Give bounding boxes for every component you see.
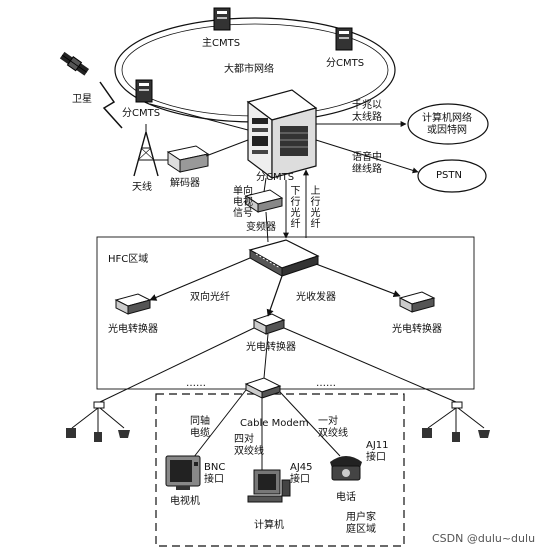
oe-converter-center-icon xyxy=(252,313,286,335)
cloud-icon xyxy=(407,103,489,145)
twisted-pair-4-label: 四对 双绞线 xyxy=(234,434,264,457)
oe-to-modem-line xyxy=(263,333,269,379)
antenna-label: 天线 xyxy=(132,182,152,193)
home-area-box xyxy=(155,393,405,547)
decoder-icon xyxy=(166,145,210,173)
bnc-port-label: BNC 接口 xyxy=(204,462,226,485)
oe-to-left-branch xyxy=(99,327,255,403)
tv-icon xyxy=(165,455,201,490)
bidirectional-fiber-label: 双向光纤 xyxy=(190,292,230,303)
computer-label: 计算机 xyxy=(254,520,284,531)
voice-trunk-line xyxy=(315,139,419,174)
tv-set-label: 电视机 xyxy=(170,496,200,507)
dots-left: …… xyxy=(186,378,206,389)
frequency-converter-icon xyxy=(244,189,284,213)
central-cmts-server-icon xyxy=(246,89,318,180)
satellite-icon xyxy=(59,51,90,76)
sub-cmts-left-icon xyxy=(135,79,153,103)
phone-label: 电话 xyxy=(336,492,356,503)
sub-cmts-left-label: 分CMTS xyxy=(122,108,161,119)
antenna-icon xyxy=(133,124,159,177)
subcmts-central-line xyxy=(149,103,249,131)
oe-to-right-branch xyxy=(283,327,457,403)
left-branch-node xyxy=(66,401,130,442)
sub-cmts-right-icon xyxy=(335,27,353,51)
decoder-cmts-line xyxy=(205,139,249,157)
computer-icon xyxy=(247,469,291,503)
aj11-port-label: AJ11 接口 xyxy=(366,440,389,463)
dots-right: …… xyxy=(316,378,336,389)
gigabit-line-label: 千兆以 太线路 xyxy=(352,100,382,123)
frequency-converter-label: 变频器 xyxy=(246,222,276,233)
main-cmts-label: 主CMTS xyxy=(202,38,241,49)
switch-icon xyxy=(248,239,320,277)
main-cmts-icon xyxy=(213,7,231,31)
phone-icon xyxy=(330,456,362,481)
watermark: CSDN @dulu~dulu xyxy=(432,532,536,545)
oe-converter-left-label: 光电转换器 xyxy=(108,324,158,335)
pstn-label: PSTN xyxy=(436,170,462,181)
fiber-to-left-oe xyxy=(149,257,251,301)
coax-cable-label: 同轴 电缆 xyxy=(190,416,210,439)
metro-net-label: 大都市网络 xyxy=(224,64,274,75)
modem-tv-line xyxy=(189,389,247,463)
fiber-to-right-oe xyxy=(315,263,401,298)
internet-label: 计算机网络 或因特网 xyxy=(422,113,472,136)
sub-cmts-center-label: 分CMTS xyxy=(256,172,295,183)
modem-phone-line xyxy=(279,391,341,457)
hfc-area-label: HFC区域 xyxy=(108,254,149,265)
cmts-converter-line xyxy=(263,177,267,193)
cable-modem-label: Cable Modem xyxy=(240,418,309,429)
home-area-label: 用户家 庭区域 xyxy=(346,512,376,535)
right-branch-node xyxy=(422,401,490,442)
hfc-area-box xyxy=(96,236,475,390)
downstream-fiber-label: 下行光纤 xyxy=(290,186,301,230)
oe-converter-left-icon xyxy=(114,293,152,315)
twisted-pair-1-label: 一对 双绞线 xyxy=(318,416,348,439)
decoder-label: 解码器 xyxy=(170,178,200,189)
cable-modem-icon xyxy=(244,377,282,399)
satellite-label: 卫星 xyxy=(72,94,92,105)
oe-converter-right-icon xyxy=(398,291,436,313)
lightning-icon xyxy=(99,81,123,129)
upstream-fiber-label: 上行光纤 xyxy=(310,186,321,230)
pstn-cloud-icon xyxy=(417,159,487,193)
aj45-port-label: AJ45 接口 xyxy=(290,462,313,485)
voice-trunk-label: 语音中 继线路 xyxy=(352,152,382,175)
oe-converter-center-label: 光电转换器 xyxy=(246,342,296,353)
fiber-to-center-oe xyxy=(266,275,283,317)
single-tv-signal-label: 单向电视信号 xyxy=(233,186,253,219)
sub-cmts-right-label: 分CMTS xyxy=(326,58,365,69)
optical-transceiver-label: 光收发器 xyxy=(296,292,336,303)
oe-converter-right-label: 光电转换器 xyxy=(392,324,442,335)
